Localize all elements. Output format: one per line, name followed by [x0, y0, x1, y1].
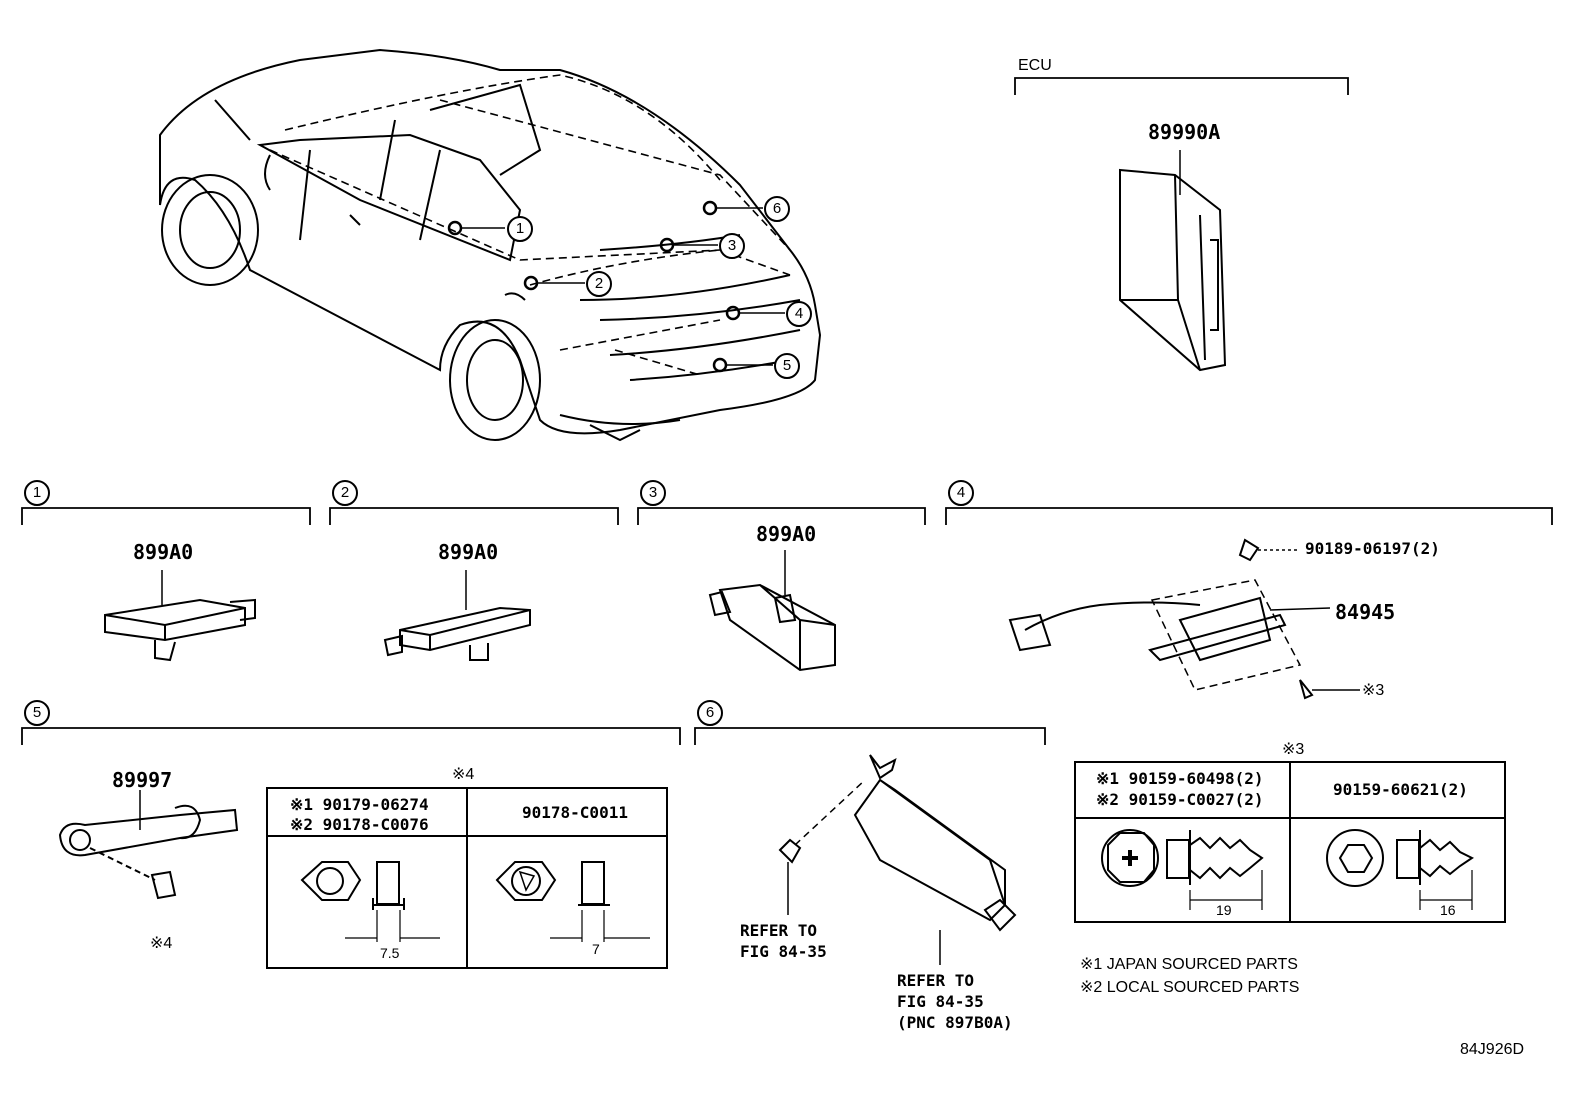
table-4-col1-header: ※1 90179-06274 ※2 90178-C0076 — [290, 795, 429, 835]
refer-line: FIG 84-35 — [740, 942, 827, 961]
ecu-part-number: 89990A — [1148, 120, 1221, 144]
section-4-number: 4 — [948, 480, 974, 506]
refer-line: REFER TO — [740, 921, 818, 940]
note-local-sourced: ※2 LOCAL SOURCED PARTS — [1080, 979, 1300, 996]
section-6-number: 6 — [697, 700, 723, 726]
callout-6: 6 — [764, 196, 790, 222]
figure-code: 84J926D — [1460, 1041, 1525, 1058]
refer-line: FIG 84-35 — [897, 992, 984, 1011]
callout-4: 4 — [786, 301, 812, 327]
section-5-number: 5 — [24, 700, 50, 726]
section-4-screw-note: ※3 — [1362, 682, 1385, 699]
table-4-title: ※4 — [452, 766, 475, 783]
section-3-number: 3 — [640, 480, 666, 506]
section-6-refer-bolt: REFER TO FIG 84-35 — [740, 920, 827, 962]
callout-1: 1 — [507, 216, 533, 242]
table-3-col1-line: ※1 90159-60498(2) — [1096, 769, 1264, 788]
section-5-nut-note: ※4 — [150, 935, 173, 952]
table-3-col2-header: 90159-60621(2) — [1333, 780, 1468, 799]
refer-line: (PNC 897B0A) — [897, 1013, 1013, 1032]
note-japan-sourced: ※1 JAPAN SOURCED PARTS — [1080, 956, 1298, 973]
callout-2: 2 — [586, 271, 612, 297]
section-5-part-number: 89997 — [112, 768, 173, 792]
callout-3: 3 — [719, 233, 745, 259]
table-4-col1-line: ※1 90179-06274 — [290, 795, 429, 814]
table-4-col2-header: 90178-C0011 — [522, 803, 628, 822]
section-2-number: 2 — [332, 480, 358, 506]
table-4-dim-2: 7 — [592, 941, 600, 957]
section-3-part-number: 899A0 — [756, 522, 817, 546]
table-4-dim-1: 7.5 — [380, 945, 400, 961]
table-3-col1-line: ※2 90159-C0027(2) — [1096, 790, 1264, 809]
callout-5: 5 — [774, 353, 800, 379]
ecu-label: ECU — [1018, 57, 1052, 74]
table-3-dim-2: 16 — [1440, 902, 1456, 918]
section-4-bracket-part-number: 84945 — [1335, 600, 1396, 624]
section-1-number: 1 — [24, 480, 50, 506]
table-3-dim-1: 19 — [1216, 902, 1232, 918]
table-3-title: ※3 — [1282, 741, 1305, 758]
section-1-part-number: 899A0 — [133, 540, 194, 564]
table-3-col1-header: ※1 90159-60498(2) ※2 90159-C0027(2) — [1096, 768, 1264, 810]
section-4-bolt-part-number: 90189-06197(2) — [1305, 539, 1440, 558]
table-4-col1-line: ※2 90178-C0076 — [290, 815, 429, 834]
section-2-part-number: 899A0 — [438, 540, 499, 564]
section-6-refer-module: REFER TO FIG 84-35 (PNC 897B0A) — [897, 970, 1013, 1033]
refer-line: REFER TO — [897, 971, 975, 990]
